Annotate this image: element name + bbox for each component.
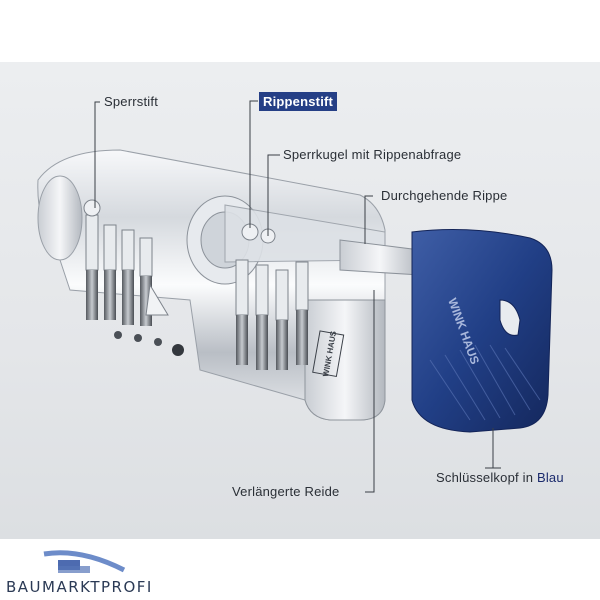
baumarktprofi-logo: BAUMARKTPROFI	[6, 548, 176, 596]
label-schluesselkopf: Schlüsselkopf in Blau	[436, 470, 564, 485]
label-schluesselkopf-prefix: Schlüsselkopf in	[436, 470, 534, 485]
label-sperrstift: Sperrstift	[104, 94, 159, 109]
leader-rippenstift	[249, 100, 258, 228]
logo-roof-icon	[43, 550, 126, 573]
label-sperrkugel: Sperrkugel mit Rippenabfrage	[283, 147, 462, 162]
leader-sperrstift	[94, 101, 100, 208]
label-verlaengerte-reide: Verlängerte Reide	[232, 484, 340, 499]
logo-text: BAUMARKTPROFI	[6, 578, 153, 596]
key-blade	[339, 239, 421, 276]
leader-lines	[94, 100, 501, 493]
leader-reide	[365, 290, 375, 493]
key-head: WINK HAUS	[411, 229, 553, 433]
leader-rippe	[364, 195, 373, 244]
label-rippenstift: Rippenstift	[259, 92, 338, 111]
label-schluesselkopf-color: Blau	[536, 470, 564, 485]
pin-stack-right	[235, 223, 309, 370]
pin-stack-left	[83, 199, 169, 326]
body-bottom-holes	[114, 331, 184, 356]
label-durchgehende-rippe: Durchgehende Rippe	[381, 188, 508, 203]
leader-sperrkugel	[267, 154, 280, 236]
